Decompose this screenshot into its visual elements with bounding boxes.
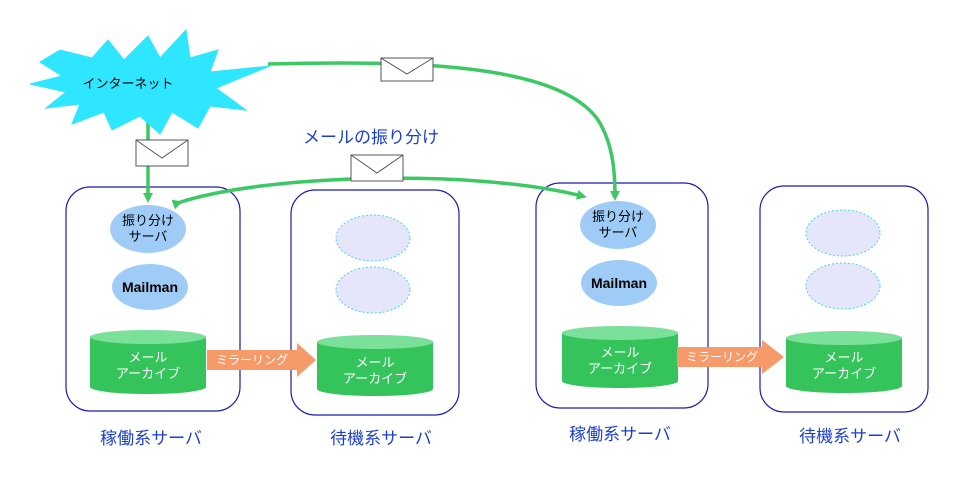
starburst-cloud <box>29 28 271 135</box>
archive-label-line2: アーカイブ <box>116 366 180 382</box>
server-role-label-3: 稼働系サーバ <box>569 425 671 445</box>
archive-label-line1: メール <box>600 346 639 361</box>
archive-label-line1: メール <box>128 351 167 366</box>
router-label-line2: サーバ <box>599 226 638 241</box>
envelope-icon <box>380 57 434 82</box>
archive-label-line2: アーカイブ <box>343 371 407 387</box>
archive-label-line1: メール <box>824 351 863 366</box>
archive-label-line2: アーカイブ <box>588 361 652 377</box>
mailman-label: Mailman <box>591 275 647 291</box>
mailman-label: Mailman <box>122 279 178 295</box>
archive-db-4 <box>786 331 902 393</box>
mirroring-arrow-2 <box>677 340 784 374</box>
server-role-label-4: 待機系サーバ <box>799 427 901 447</box>
standby-node <box>805 262 881 310</box>
archive-db-3 <box>562 326 678 388</box>
mail-routing-label: メールの振り分け <box>303 128 439 148</box>
server-role-label-2: 待機系サーバ <box>330 429 432 449</box>
mirroring-label-1: ミラーリング <box>216 353 288 367</box>
mirroring-arrow-1 <box>207 343 316 377</box>
router-node-3 <box>580 201 656 249</box>
internet-label: インターネット <box>82 77 173 92</box>
router-label-line1: 振り分け <box>122 214 174 229</box>
envelope-icon <box>350 154 404 182</box>
archive-label-line1: メール <box>355 356 394 371</box>
server-role-label-1: 稼働系サーバ <box>100 429 202 449</box>
standby-node <box>335 266 411 314</box>
archive-db-1 <box>90 330 206 394</box>
archive-db-2 <box>317 335 433 396</box>
router-node-1 <box>110 205 186 253</box>
router-label-line2: サーバ <box>129 230 168 245</box>
router-label-line1: 振り分け <box>592 210 644 225</box>
standby-node <box>805 209 881 257</box>
mirroring-label-2: ミラーリング <box>686 350 758 364</box>
archive-label-line2: アーカイブ <box>812 366 876 382</box>
flow-arrow-internet-to-server3 <box>267 61 620 201</box>
envelope-icon <box>135 139 189 167</box>
mailman-node-3 <box>581 260 657 306</box>
mailman-node-1 <box>112 264 188 310</box>
standby-node <box>335 214 411 262</box>
